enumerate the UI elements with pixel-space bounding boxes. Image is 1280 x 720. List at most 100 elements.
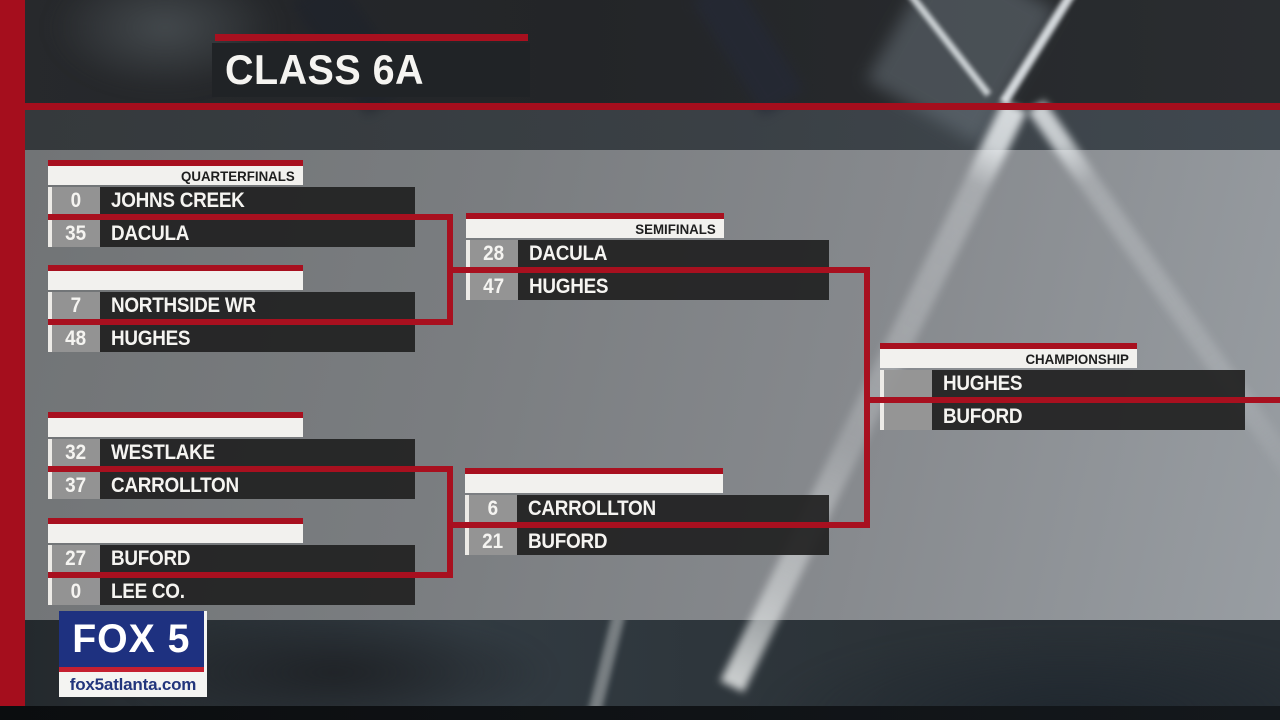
score-value: 48 (65, 326, 87, 350)
team-name: WESTLAKE (111, 440, 215, 464)
team-name: NORTHSIDE WR (111, 293, 256, 317)
match-row: HUGHES (880, 370, 1245, 397)
header-bar: CHAMPIONSHIP (880, 349, 1137, 368)
score-value: 27 (65, 546, 87, 570)
match-row: 28 DACULA (466, 240, 829, 267)
score-cell: 35 (52, 220, 100, 247)
team-name: HUGHES (529, 274, 609, 298)
bracket-line (447, 267, 870, 273)
team-cell: HUGHES (100, 325, 415, 352)
team-name: HUGHES (111, 326, 191, 350)
score-cell (884, 370, 932, 397)
match-row: 37 CARROLLTON (48, 472, 415, 499)
round-header-championship: CHAMPIONSHIP (880, 343, 1137, 368)
score-cell: 32 (52, 439, 100, 466)
score-cell (884, 403, 932, 430)
score-cell: 6 (469, 495, 517, 522)
team-cell: CARROLLTON (100, 472, 415, 499)
score-cell: 0 (52, 578, 100, 605)
round-header-quarterfinals: QUARTERFINALS (48, 160, 303, 185)
score-cell: 7 (52, 292, 100, 319)
bracket-line (48, 572, 453, 578)
score-value: 21 (482, 529, 504, 553)
match-row: 27 BUFORD (48, 545, 415, 572)
score-value: 28 (483, 241, 505, 265)
team-cell: CARROLLTON (517, 495, 829, 522)
score-value: 6 (487, 496, 499, 520)
match-row: 0 LEE CO. (48, 578, 415, 605)
match-row: 0 JOHNS CREEK (48, 187, 415, 214)
header-accent-line (48, 412, 303, 418)
team-cell: DACULA (518, 240, 829, 267)
header-accent-line (465, 468, 723, 474)
score-value: 0 (70, 579, 82, 603)
team-cell: BUFORD (517, 528, 829, 555)
score-cell: 27 (52, 545, 100, 572)
match-row: 48 HUGHES (48, 325, 415, 352)
bracket-line (48, 214, 453, 220)
match-header (48, 518, 303, 543)
match-row: 47 HUGHES (466, 273, 829, 300)
header-bar: SEMIFINALS (466, 219, 724, 238)
score-value: 47 (483, 274, 505, 298)
title-box: CLASS 6A (212, 43, 530, 97)
score-cell: 21 (469, 528, 517, 555)
match-row: 7 NORTHSIDE WR (48, 292, 415, 319)
team-name: BUFORD (111, 546, 191, 570)
header-bar (48, 418, 303, 437)
header-accent-line (466, 213, 724, 219)
background-bottom-zone (25, 620, 1280, 706)
team-name: BUFORD (528, 529, 608, 553)
bracket-line (48, 466, 453, 472)
bracket-line (864, 397, 1280, 403)
score-value: 37 (65, 473, 87, 497)
team-cell: HUGHES (518, 273, 829, 300)
match-header (48, 412, 303, 437)
match-row: BUFORD (880, 403, 1245, 430)
match-row: 32 WESTLAKE (48, 439, 415, 466)
round-header-semifinals: SEMIFINALS (466, 213, 724, 238)
team-name: DACULA (529, 241, 608, 265)
header-bar (48, 524, 303, 543)
title-accent-line (215, 34, 528, 41)
round-label: SEMIFINALS (635, 220, 716, 237)
score-cell: 28 (470, 240, 518, 267)
team-name: CARROLLTON (528, 496, 656, 520)
score-cell: 37 (52, 472, 100, 499)
logo-site-strip: fox5atlanta.com (59, 672, 207, 697)
top-red-bar (25, 103, 1280, 110)
header-bar (48, 271, 303, 290)
team-cell: LEE CO. (100, 578, 415, 605)
station-logo-box: FOX 5 (59, 611, 204, 667)
score-value: 7 (70, 293, 82, 317)
header-bar (465, 474, 723, 493)
left-red-bar (0, 0, 25, 706)
page-title: CLASS 6A (225, 46, 425, 93)
match-header (465, 468, 723, 493)
team-name: LEE CO. (111, 579, 185, 603)
team-cell: BUFORD (100, 545, 415, 572)
score-cell: 47 (470, 273, 518, 300)
match-row: 6 CARROLLTON (465, 495, 829, 522)
score-cell: 48 (52, 325, 100, 352)
score-value: 0 (70, 188, 82, 212)
team-cell: DACULA (100, 220, 415, 247)
match-row: 35 DACULA (48, 220, 415, 247)
header-accent-line (48, 160, 303, 166)
background-bottom-black-strip (0, 706, 1280, 720)
header-bar: QUARTERFINALS (48, 166, 303, 185)
team-name: CARROLLTON (111, 473, 239, 497)
team-name: HUGHES (943, 371, 1023, 395)
station-website: fox5atlanta.com (69, 674, 197, 694)
header-accent-line (48, 518, 303, 524)
score-value: 35 (65, 221, 87, 245)
background-top-zone (0, 0, 1280, 103)
score-value: 32 (65, 440, 87, 464)
station-name: FOX 5 (72, 616, 191, 661)
bracket-line (48, 319, 453, 325)
team-name: BUFORD (943, 404, 1023, 428)
header-accent-line (48, 265, 303, 271)
team-cell: WESTLAKE (100, 439, 415, 466)
bracket-line (447, 522, 870, 528)
team-name: JOHNS CREEK (111, 188, 245, 212)
